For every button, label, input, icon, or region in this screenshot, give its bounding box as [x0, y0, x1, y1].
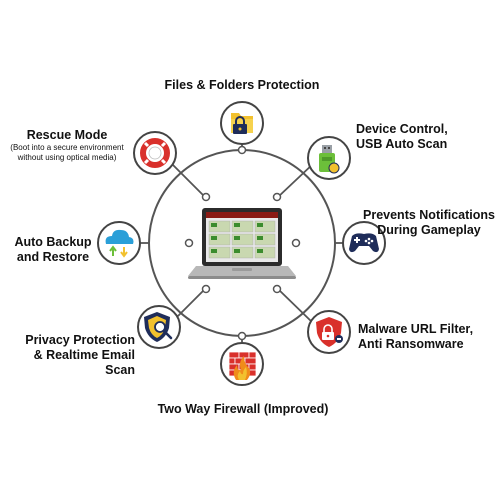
rescue-mode-title: Rescue Mode: [26, 128, 108, 142]
firewall-label: Two Way Firewall (Improved): [130, 402, 356, 417]
ring-dots: [184, 145, 301, 341]
firewall-title: Two Way Firewall (Improved): [157, 402, 329, 416]
folder-lock-icon: [231, 113, 253, 134]
auto-backup-title-2: and Restore: [16, 250, 90, 264]
files-folders-label: Files & Folders Protection: [150, 78, 334, 93]
device-control-node: [307, 136, 351, 180]
notifications-node: [342, 221, 386, 265]
gamepad-icon: [349, 233, 379, 253]
notifications-title-2: During Gameplay: [377, 223, 481, 237]
malware-url-title-2: Anti Ransomware: [358, 337, 464, 351]
device-control-title-1: Device Control,: [356, 122, 448, 136]
notifications-label: Prevents Notifications During Gameplay: [360, 208, 498, 238]
files-folders-title: Files & Folders Protection: [164, 78, 320, 92]
shield-magnifier-icon: [144, 312, 173, 342]
auto-backup-title-1: Auto Backup: [14, 235, 92, 249]
malware-url-node: [307, 310, 351, 354]
firewall-node: [220, 342, 264, 386]
malware-url-title-1: Malware URL Filter,: [358, 322, 474, 336]
auto-backup-node: [97, 221, 141, 265]
laptop-icon: [188, 208, 296, 279]
auto-backup-label: Auto Backup and Restore: [6, 235, 100, 265]
cloud-sync-icon: [105, 229, 134, 258]
usb-drive-icon: [319, 145, 340, 174]
rescue-mode-sub-1: (Boot into a secure environment: [10, 143, 124, 152]
rescue-mode-label: Rescue Mode (Boot into a secure environm…: [0, 128, 134, 163]
firewall-icon: [228, 351, 257, 380]
rescue-mode-sub-2: without using optical media): [17, 153, 117, 162]
malware-url-label: Malware URL Filter, Anti Ransomware: [358, 322, 498, 352]
lifebuoy-icon: [140, 138, 170, 168]
notifications-title-1: Prevents Notifications: [363, 208, 495, 222]
privacy-title-2: & Realtime Email Scan: [33, 348, 135, 377]
device-control-label: Device Control, USB Auto Scan: [356, 122, 486, 152]
device-control-title-2: USB Auto Scan: [356, 137, 448, 151]
privacy-title-1: Privacy Protection: [25, 333, 135, 347]
privacy-label: Privacy Protection & Realtime Email Scan: [2, 333, 135, 378]
files-folders-node: [220, 101, 264, 145]
rescue-mode-node: [133, 131, 177, 175]
shield-lock-icon: [316, 317, 343, 347]
privacy-node: [137, 305, 181, 349]
